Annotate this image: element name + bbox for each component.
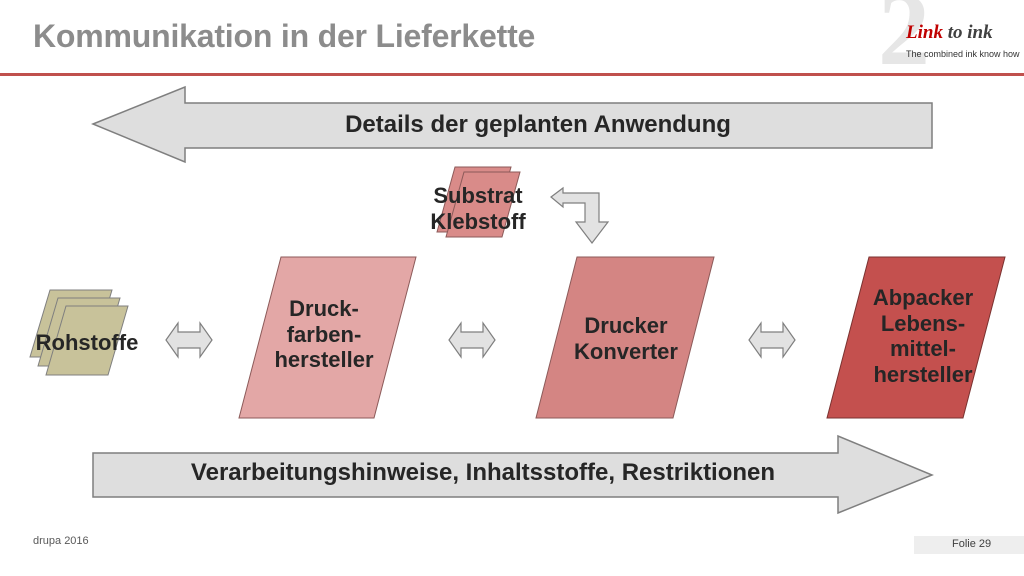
abpacker-shape (826, 256, 1006, 419)
rohstoffe-card-front (45, 305, 129, 376)
druck-line-3: hersteller (274, 347, 374, 373)
top-arrow-label: Details der geplanten Anwendung (345, 111, 731, 138)
title-divider (0, 73, 1024, 76)
logo-name-part1: Link (906, 22, 943, 43)
footer-event: drupa 2016 (33, 535, 89, 547)
link-to-ink-logo: 2 Link to ink The combined ink know how (868, 0, 1024, 82)
bottom-arrow-label: Verarbeitungshinweise, Inhaltsstoffe, Re… (190, 459, 776, 486)
substrat-label: Substrat Klebstoff (410, 183, 546, 234)
druck-line-2: farben- (286, 321, 362, 347)
logo-name: Link to ink (906, 22, 993, 44)
substrat-card-front (445, 171, 521, 238)
substrat-line-1: Substrat (433, 183, 523, 208)
bottom-arrow-right (92, 434, 934, 515)
substrat-stack (436, 166, 521, 238)
drucker-line-1: Drucker (584, 313, 668, 338)
rohstoffe-stack (29, 289, 129, 376)
top-arrow-left (91, 85, 933, 164)
drucker-shape (535, 256, 715, 419)
abpacker-line-2: Lebens- (880, 310, 966, 336)
bent-down-arrow (550, 186, 610, 244)
abpacker-label: Abpacker Lebens- mittel- hersteller (846, 285, 1000, 387)
druckfarbenhersteller-shape (238, 256, 417, 419)
double-arrow-2 (448, 321, 496, 359)
footer-slide-number: Folie 29 (952, 538, 992, 550)
abpacker-line-4: hersteller (873, 361, 973, 387)
slide-title: Kommunikation in der Lieferkette (33, 18, 536, 54)
druck-line-1: Druck- (289, 296, 359, 321)
double-arrow-3 (748, 321, 796, 359)
footer-slide-number-box (914, 536, 1024, 554)
abpacker-line-1: Abpacker (872, 285, 974, 310)
drucker-line-2: Konverter (574, 338, 678, 364)
logo-digit: 2 (878, 0, 930, 87)
substrat-line-2: Klebstoff (430, 208, 526, 234)
drucker-label: Drucker Konverter (548, 313, 704, 364)
druckfarbenhersteller-label: Druck- farben- hersteller (254, 296, 394, 373)
logo-tagline: The combined ink know how (906, 49, 1020, 59)
logo-name-part2: to ink (942, 22, 993, 43)
double-arrow-1 (165, 321, 213, 359)
abpacker-line-3: mittel- (890, 336, 956, 362)
rohstoffe-label: Rohstoffe (35, 330, 139, 355)
